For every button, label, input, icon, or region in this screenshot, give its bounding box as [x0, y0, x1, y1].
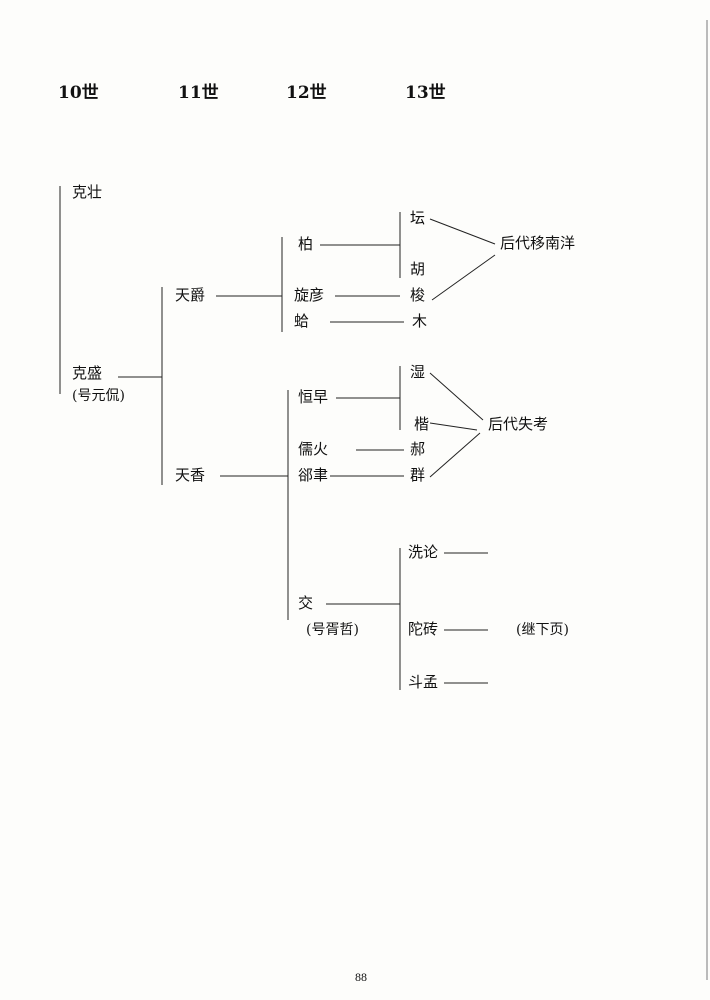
person-shi: 湿 — [410, 363, 426, 381]
nanyang-upper-line — [429, 218, 496, 245]
person-jiao: 交 — [298, 594, 314, 612]
person-qun: 群 — [410, 466, 426, 484]
nanyang-lower-line — [431, 254, 496, 301]
person-hao: 郝 — [410, 440, 426, 458]
person-tan: 坛 — [410, 209, 426, 227]
generation-12-header: 12世 — [286, 83, 327, 103]
page-number: 88 — [355, 970, 367, 984]
lost-upper-line — [429, 372, 484, 421]
person-suo: 梭 — [410, 286, 426, 304]
generation-13-header: 13世 — [405, 83, 446, 103]
person-hengzao: 恒早 — [298, 388, 329, 406]
person-ha: 蛤 — [294, 312, 310, 330]
person-xuanyan: 旋彦 — [294, 286, 325, 304]
lost-lower-line — [429, 432, 481, 478]
generation-11-header: 11世 — [178, 83, 219, 103]
person-shaoyu: 郤聿 — [298, 466, 329, 484]
generation-10-header: 10世 — [58, 83, 99, 103]
person-kezhuang: 克壮 — [72, 183, 103, 201]
person-kesheng-note: (号元侃) — [72, 388, 125, 404]
person-hu: 胡 — [410, 260, 426, 278]
note-descendants-lost: 后代失考 — [488, 415, 549, 433]
person-bai: 柏 — [298, 235, 314, 253]
person-jie: 楷 — [414, 415, 430, 433]
lost-middle-line — [429, 422, 478, 431]
scan-edge-shadow — [706, 20, 708, 980]
person-tianxiang: 天香 — [175, 466, 206, 484]
person-jiao-note: (号胥哲) — [306, 622, 359, 638]
person-mu: 木 — [412, 312, 428, 330]
note-continued: (继下页) — [516, 622, 569, 638]
person-kesheng: 克盛 — [72, 364, 103, 382]
person-doumeng: 斗孟 — [408, 673, 439, 691]
note-descendants-nanyang: 后代移南洋 — [500, 234, 576, 252]
person-xianlun: 洗论 — [408, 543, 439, 561]
person-tianjue: 天爵 — [175, 286, 206, 304]
person-ruhuo: 儒火 — [298, 440, 329, 458]
person-tuozhuan: 陀砖 — [408, 620, 439, 638]
